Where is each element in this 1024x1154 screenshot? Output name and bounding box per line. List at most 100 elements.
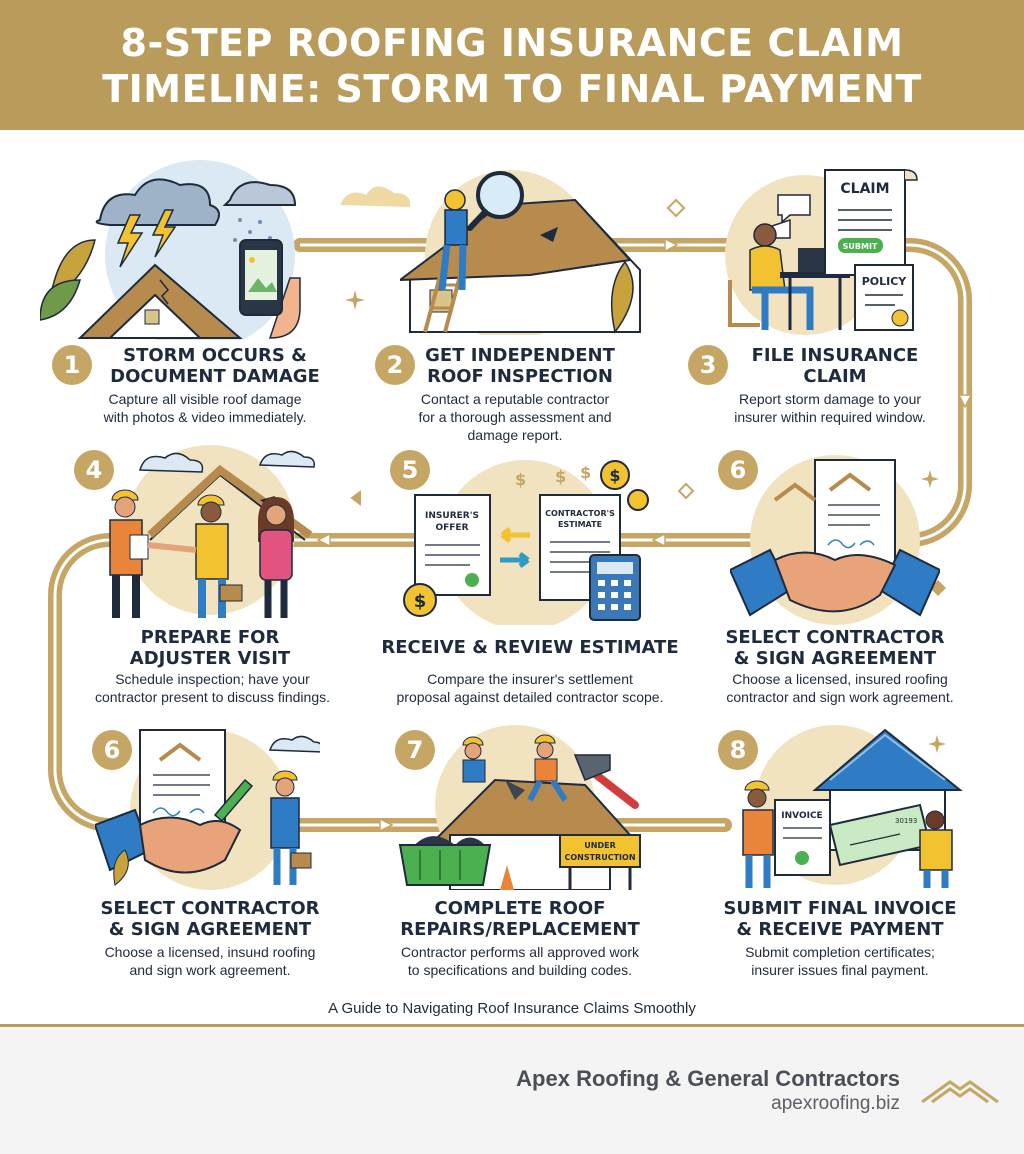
step-description: Capture all visible roof damage with pho…: [60, 390, 350, 426]
storm-damage-illustration: [40, 160, 301, 340]
step-number-badge: 6: [718, 450, 758, 490]
step-description-line: Contact a reputable contractor: [420, 391, 610, 407]
step-number-badge: 4: [74, 450, 114, 490]
under-construction-sign-icon: UNDER CONSTRUCTION: [559, 834, 641, 890]
step-title: PREPARE FOR ADJUSTER VISIT: [90, 627, 330, 669]
adjuster-visit-illustration: [109, 445, 316, 618]
roof-inspection-illustration: [400, 170, 641, 335]
arrow-down-icon: [957, 394, 973, 409]
estimate-label: CONTRACTOR'S: [545, 509, 615, 518]
review-estimate-illustration: INSURER'S OFFER CONTRACTOR'S ESTIMATE: [403, 460, 649, 625]
offer-label: OFFER: [435, 523, 468, 533]
lightning-icon: [116, 209, 177, 268]
svg-text:$: $: [414, 591, 427, 612]
contractor-icon: [270, 770, 312, 885]
signed-contract-icon: [773, 459, 896, 566]
contract-signing-illustration: [95, 729, 320, 890]
step-title-line: COMPLETE ROOF: [434, 898, 606, 919]
step-description-line: Choose a licensed, insured roofing: [732, 671, 948, 687]
contractor-icon: [147, 494, 243, 618]
step-title-line: & SIGN AGREEMENT: [733, 648, 937, 669]
step-title: SUBMIT FINAL INVOICE & RECEIVE PAYMENT: [715, 898, 965, 940]
step-description-line: Choose a licensed, insuнd roofing: [104, 944, 316, 960]
step-description-line: insurer within required window.: [734, 409, 926, 425]
step-title-line: REPAIRS/REPLACEMENT: [400, 919, 640, 940]
roof-repair-illustration: UNDER CONSTRUCTION: [398, 725, 641, 890]
divider: [0, 1024, 1024, 1027]
page-title: 8-STEP ROOFING INSURANCE CLAIM TIMELINE:…: [0, 20, 1024, 112]
step-description: Contractor performs all approved work to…: [370, 943, 670, 979]
step-title-line: & RECEIVE PAYMENT: [736, 919, 944, 940]
step-title-line: PREPARE FOR: [140, 627, 280, 648]
step-number-badge: 1: [52, 345, 92, 385]
company-name: Apex Roofing & General Contractors: [516, 1066, 900, 1091]
step-number-badge: 6: [92, 730, 132, 770]
step-number-badge: 3: [688, 345, 728, 385]
handshake-agreement-illustration: [730, 455, 940, 625]
step-title-line: SELECT CONTRACTOR: [725, 627, 945, 648]
final-payment-illustration: INVOICE 30193: [742, 725, 963, 888]
step-title-line: RECEIVE & REVIEW ESTIMATE: [381, 637, 679, 658]
step-description: Submit completion certificates; insurer …: [700, 943, 980, 979]
step-title-line: GET INDEPENDENT: [425, 345, 615, 366]
step-description-line: for a thorough assessment and: [418, 409, 612, 425]
svg-text:$: $: [580, 463, 591, 482]
step-description: Choose a licensed, insured roofing contr…: [695, 670, 985, 706]
arrow-right-icon: [664, 237, 679, 253]
step-description-line: Capture all visible roof damage: [108, 391, 302, 407]
insurer-offer-document-icon: INSURER'S OFFER: [414, 494, 491, 596]
file-claim-illustration: CLAIM SUBMIT POLICY: [725, 169, 918, 335]
homeowner-icon: [258, 497, 294, 618]
svg-text:$: $: [609, 466, 620, 485]
step-title: SELECT CONTRACTOR & SIGN AGREEMENT: [80, 898, 340, 940]
contractor-estimate-document-icon: CONTRACTOR'S ESTIMATE: [539, 494, 621, 601]
hammer-icon: [573, 754, 639, 809]
invoice-icon: INVOICE: [774, 799, 831, 876]
claim-form-icon: CLAIM SUBMIT: [777, 169, 918, 276]
title-line-2: TIMELINE: STORM TO FINAL PAYMENT: [102, 67, 922, 111]
handshake-icon: [95, 808, 242, 874]
footer: [0, 1027, 1024, 1154]
storm-cloud-icon: [95, 178, 297, 226]
compare-arrows-icon: [500, 527, 530, 568]
sign-label: CONSTRUCTION: [564, 853, 635, 862]
step-description: Schedule inspection; have your contracto…: [60, 670, 365, 706]
company-website[interactable]: apexroofing.biz: [771, 1093, 900, 1114]
house-roof-icon: [77, 263, 243, 339]
check-number: 30193: [895, 817, 917, 825]
step-title: SELECT CONTRACTOR & SIGN AGREEMENT: [710, 627, 960, 669]
step-description-line: insurer issues final payment.: [751, 962, 929, 978]
step-title-line: ADJUSTER VISIT: [129, 648, 291, 669]
step-title: STORM OCCURS & DOCUMENT DAMAGE: [90, 345, 340, 387]
invoice-label: INVOICE: [781, 811, 822, 821]
step-number-badge: 2: [375, 345, 415, 385]
dumpster-icon: [398, 836, 492, 886]
step-title: GET INDEPENDENT ROOF INSPECTION: [405, 345, 635, 387]
step-description-line: Report storm damage to your: [738, 391, 922, 407]
step-description-line: Contractor performs all approved work: [400, 944, 640, 960]
smartphone-camera-icon: [239, 239, 301, 339]
calculator-icon: [589, 554, 641, 621]
magnifying-glass-icon: [467, 171, 524, 231]
title-line-1: 8-STEP ROOFING INSURANCE CLAIM: [120, 21, 904, 65]
svg-text:$: $: [515, 470, 526, 489]
adjuster-icon: [109, 489, 149, 618]
step-description: Choose a licensed, insuнd roofing and si…: [75, 943, 345, 979]
pen-icon: [213, 778, 254, 823]
policy-label: POLICY: [862, 275, 908, 288]
inspector-on-ladder-icon: [423, 189, 477, 333]
estimate-label: ESTIMATE: [558, 520, 602, 529]
step-description-line: Compare the insurer's settlement: [427, 671, 633, 687]
step-number-badge: 7: [395, 730, 435, 770]
step-description-line: damage report.: [467, 427, 563, 443]
policy-document-icon: POLICY: [854, 264, 914, 331]
arrow-left-icon: [651, 532, 666, 548]
sign-label: UNDER: [584, 841, 615, 850]
step-description-line: contractor and sign work agreement.: [726, 689, 954, 705]
submit-label: SUBMIT: [843, 242, 878, 251]
step-description: Contact a reputable contractor for a tho…: [370, 390, 660, 444]
claim-label: CLAIM: [840, 181, 889, 197]
step-title-line: CLAIM: [803, 366, 867, 387]
arrow-right-icon: [379, 817, 394, 833]
